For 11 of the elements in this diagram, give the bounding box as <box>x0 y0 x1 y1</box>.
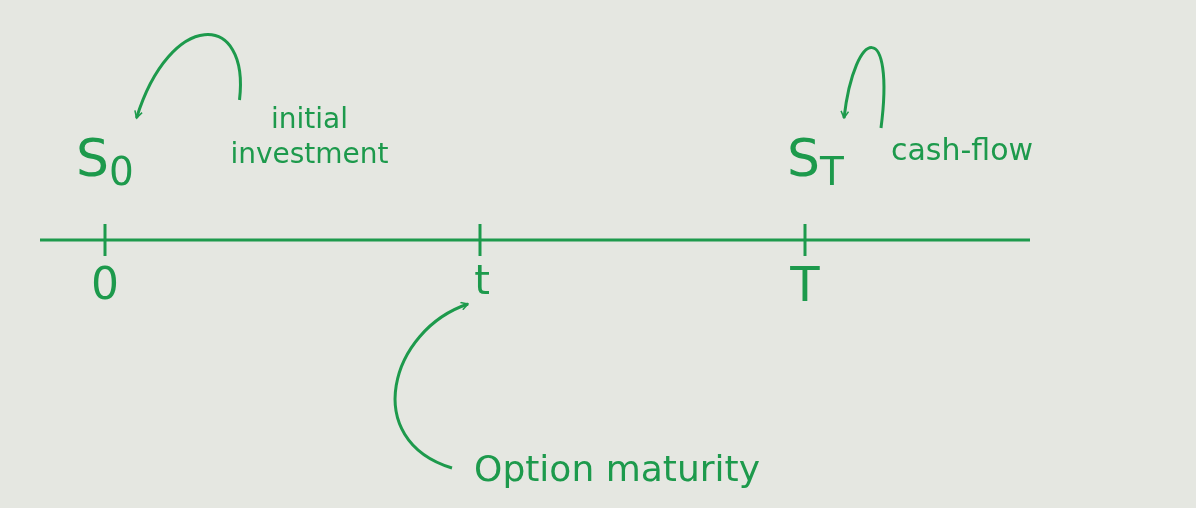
handwritten-label: t <box>474 256 490 305</box>
handwritten-label: S$_{T}$ <box>787 126 844 191</box>
handwritten-label: S$_{0}$ <box>76 126 134 191</box>
curved-arrow <box>840 46 886 129</box>
curved-arrow <box>393 302 469 470</box>
handwritten-label: initial investment <box>229 101 390 171</box>
handwritten-label: Option maturity <box>474 446 760 491</box>
curved-arrow <box>134 33 242 119</box>
tick-label: 0 <box>90 262 120 306</box>
tick-label: T <box>789 260 821 308</box>
handwritten-label: cash-flow <box>890 131 1034 169</box>
